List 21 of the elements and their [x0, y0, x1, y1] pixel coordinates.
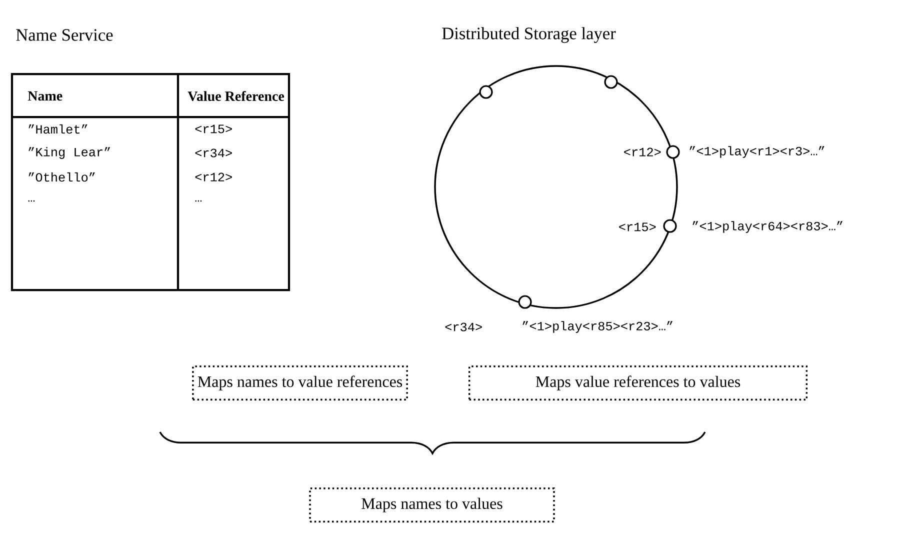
- monospace-text: <r12>: [624, 148, 661, 156]
- section-title: Distributed Storage layer: [442, 27, 616, 43]
- monospace-text: ”<1>play<r85><r23>…”: [522, 321, 672, 333]
- monospace-text: ”Hamlet”: [28, 124, 88, 134]
- monospace-text: ”King Lear”: [28, 147, 110, 159]
- monospace-text: <r15>: [619, 222, 656, 232]
- monospace-text: ”<1>play<r1><r3>…”: [690, 146, 824, 158]
- monospace-text: <r15>: [195, 124, 232, 134]
- monospace-text: <r12>: [195, 172, 232, 182]
- dotted-box: Maps names to values: [309, 487, 555, 523]
- monospace-text: ”Othello”: [28, 172, 95, 182]
- monospace-text: …: [28, 200, 34, 202]
- monospace-text: <r34>: [445, 322, 482, 332]
- dotted-box: Maps names to value references: [192, 365, 408, 401]
- section-title: Name Service: [16, 29, 113, 41]
- column-header: Name: [28, 91, 62, 101]
- monospace-text: <r34>: [195, 148, 232, 158]
- dotted-box: Maps value references to values: [468, 365, 808, 401]
- monospace-text: …: [195, 200, 202, 202]
- monospace-text: ”<1>play<r64><r83>…”: [692, 221, 842, 233]
- column-header: Value Reference: [188, 90, 284, 102]
